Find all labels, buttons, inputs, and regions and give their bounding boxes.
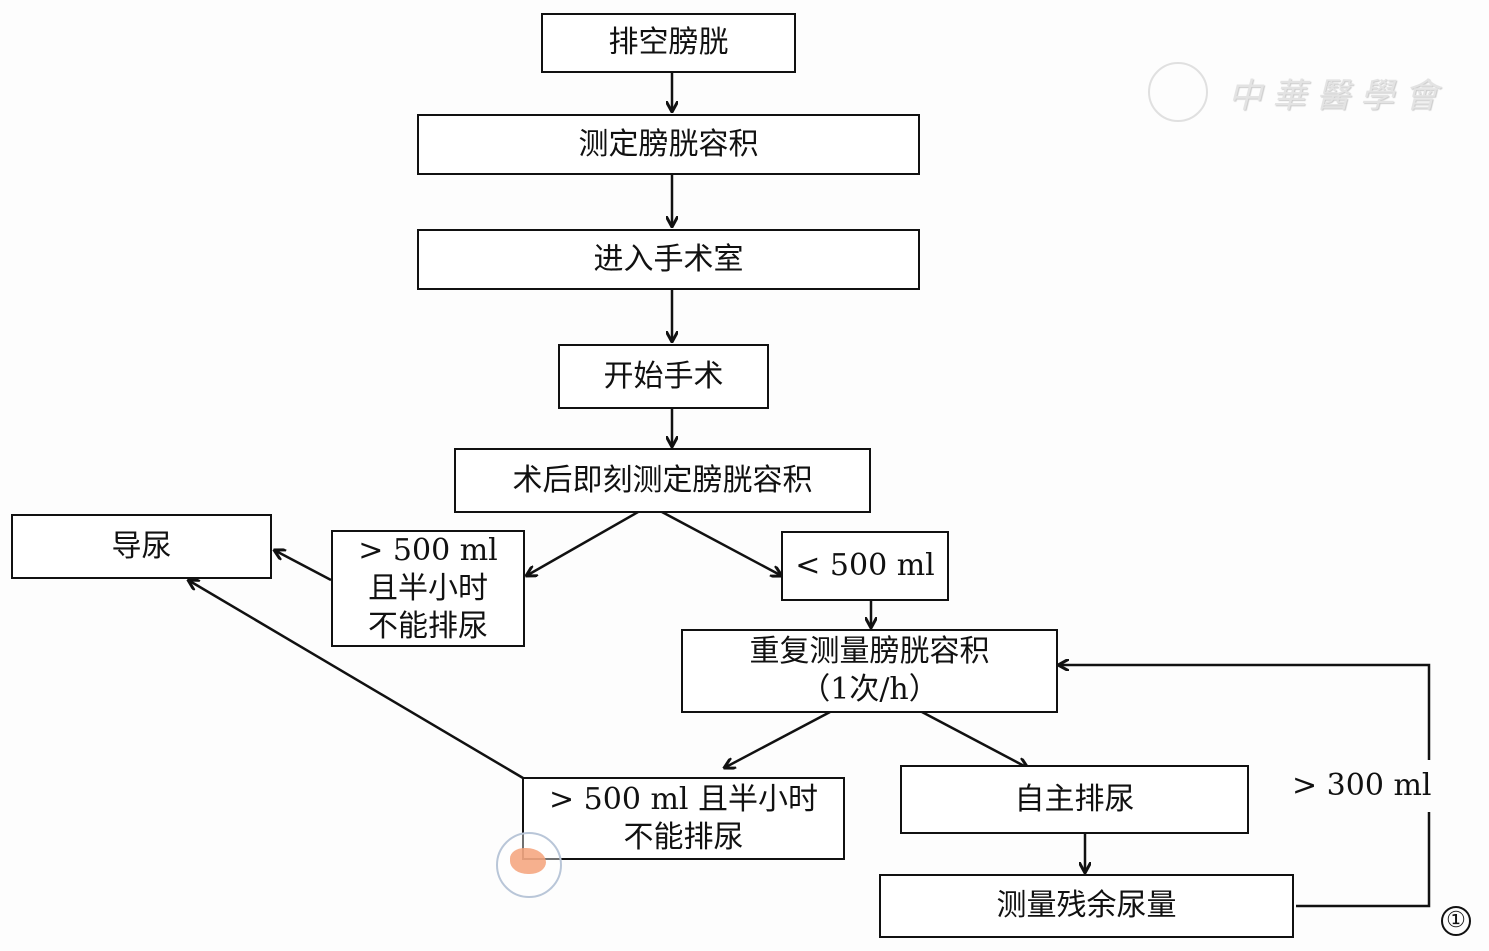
watermark-text: 中華醫學會: [1228, 76, 1448, 116]
arrow-postop-to-under500: [661, 510, 782, 576]
node-label-line: > 500 ml: [358, 532, 498, 568]
node-label-line: 不能排尿: [368, 608, 488, 644]
node-postop-measure: 术后即刻测定膀胱容积: [454, 448, 871, 513]
node-label-line: 重复测量膀胱容积: [749, 634, 990, 669]
cma-logo-stamp-icon: [496, 832, 562, 898]
node-label: 术后即刻测定膀胱容积: [512, 462, 813, 498]
node-catheterize: 导尿: [11, 514, 272, 579]
node-label: 自主排尿: [1014, 781, 1135, 817]
arrow-repeat-to-void: [921, 710, 1028, 768]
loop-residual-to-repeat-lower: [1296, 812, 1431, 908]
node-label: 进入手术室: [593, 241, 744, 277]
node-label: < 500 ml: [795, 548, 935, 583]
node-label-line: > 500 ml 且半小时: [548, 781, 819, 817]
node-label: 导尿: [111, 528, 172, 564]
node-over500-b: > 500 ml 且半小时 不能排尿: [522, 777, 845, 860]
node-label: 测定膀胱容积: [578, 126, 759, 162]
node-label: 测量残余尿量: [996, 888, 1177, 923]
node-label-line: （1次/h）: [800, 672, 939, 707]
node-spontaneous-void: 自主排尿: [900, 765, 1249, 834]
node-label: 排空膀胱: [608, 25, 729, 60]
node-measure-residual: 测量残余尿量: [879, 874, 1294, 938]
arrow-postop-to-over500: [526, 510, 639, 576]
node-label-line: 且半小时: [368, 570, 488, 606]
node-measure-volume: 测定膀胱容积: [417, 114, 920, 175]
arrow-over500-to-catheterize: [274, 550, 332, 582]
cma-logo-watermark-icon: [1148, 62, 1208, 122]
node-empty-bladder: 排空膀胱: [541, 13, 796, 73]
loop-residual-to-repeat-upper: [1058, 665, 1431, 760]
arrow-over500b-to-catheterize: [188, 580, 524, 780]
node-repeat-measure: 重复测量膀胱容积 （1次/h）: [681, 629, 1058, 713]
edge-label-over300: > 300 ml: [1292, 768, 1432, 803]
node-label-line: 不能排尿: [623, 819, 744, 855]
arrow-repeat-to-over500b: [724, 710, 831, 768]
figure-number: ①: [1441, 906, 1471, 936]
node-over500: > 500 ml 且半小时 不能排尿: [331, 530, 525, 647]
node-under500: < 500 ml: [781, 531, 949, 601]
node-enter-or: 进入手术室: [417, 229, 920, 290]
node-label: 开始手术: [603, 358, 724, 394]
node-start-surgery: 开始手术: [558, 344, 769, 409]
